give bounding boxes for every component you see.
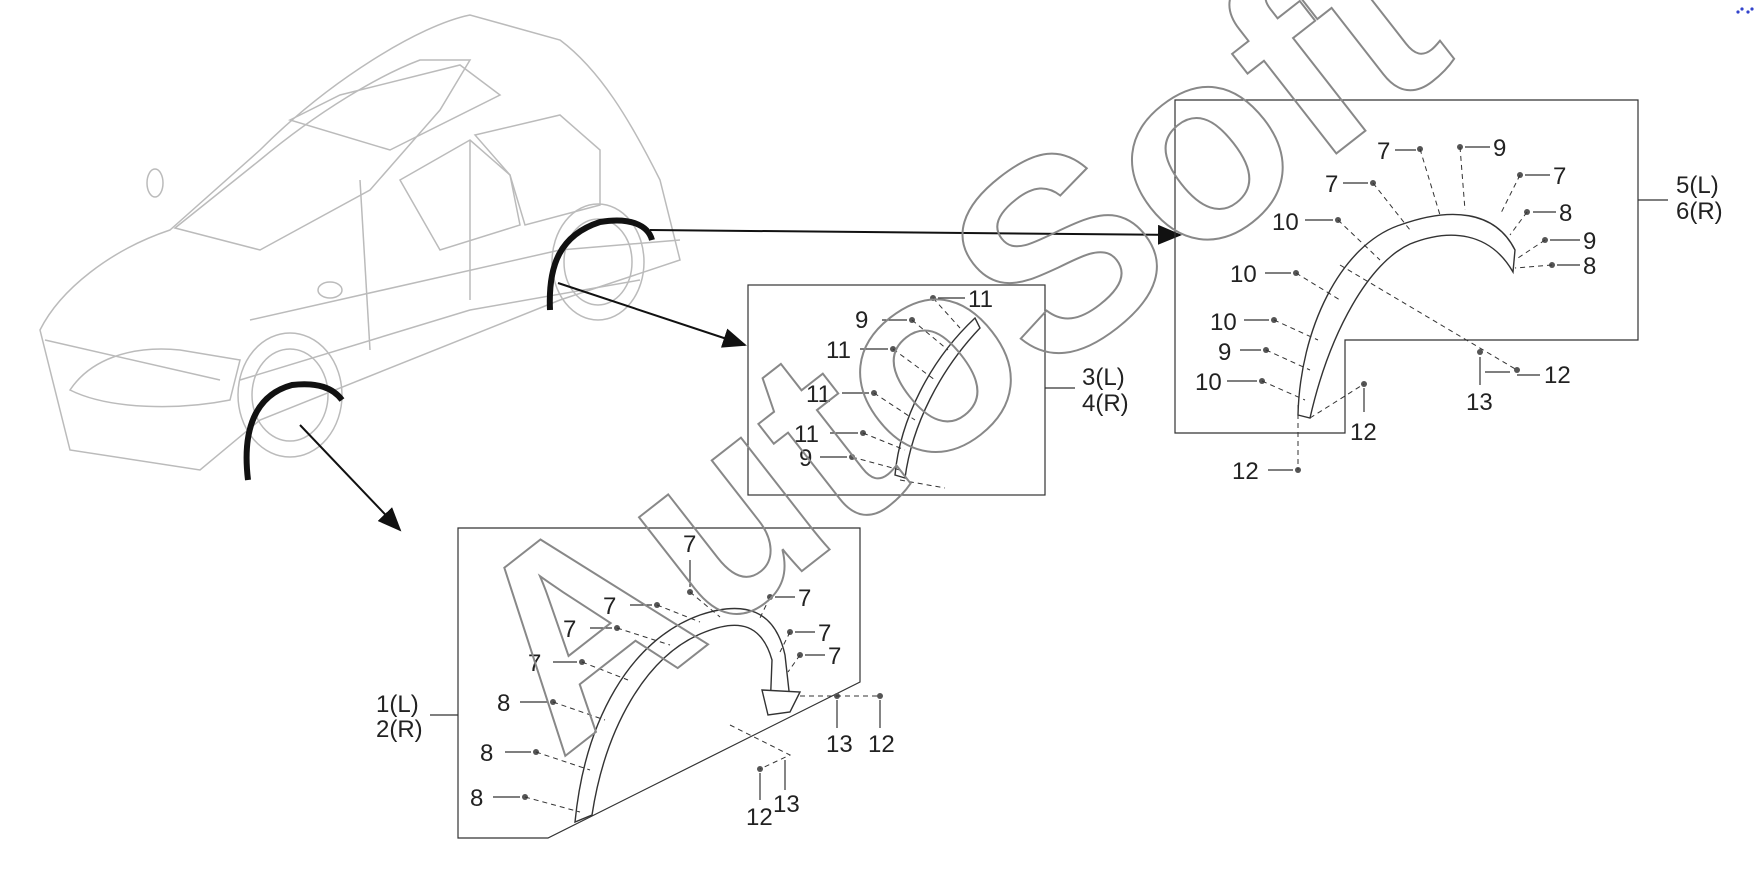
callout-12: 12 [1350,419,1377,446]
front-dashed-leaders [524,591,880,813]
callout-10: 10 [1210,309,1237,336]
vehicle-illustration [39,14,681,471]
arrow-to-door [557,282,747,348]
callout-9: 9 [1218,339,1231,366]
front-arch-panel: 7 7 7 7 7 7 7 8 8 8 13 12 12 13 1(L) 2(R… [376,527,895,839]
callout-10: 10 [1230,261,1257,288]
rear-leaders [1227,146,1580,471]
callout-9: 9 [855,307,868,334]
callout-1l: 1(L) [376,691,419,718]
callout-7: 7 [528,650,541,677]
callout-7: 7 [798,585,811,612]
door-dashed-leaders [851,297,961,489]
door-leaders [820,297,965,458]
callout-7: 7 [1377,138,1390,165]
door-clips [849,295,936,460]
vehicle-arch-highlight [243,217,655,481]
callout-7: 7 [683,531,696,558]
callout-12: 12 [1544,362,1571,389]
front-wheel-arch-molding [574,607,791,824]
callout-13: 13 [1466,389,1493,416]
callout-3l: 3(L) [1082,364,1125,391]
callout-9: 9 [799,445,812,472]
callout-7: 7 [818,620,831,647]
callout-10: 10 [1195,369,1222,396]
callout-10: 10 [1272,209,1299,236]
callout-9: 9 [1583,228,1596,255]
callout-7: 7 [828,643,841,670]
callout-4r: 4(R) [1082,390,1129,417]
callout-5l: 5(L) [1676,172,1719,199]
callout-12: 12 [1232,458,1259,485]
corner-mark [1736,7,1754,14]
callout-8: 8 [1559,200,1572,227]
callout-7: 7 [603,593,616,620]
watermark-text: AutoSoft [410,0,1493,806]
arrow-to-rear [649,224,1182,245]
callout-12: 12 [868,731,895,758]
callout-7: 7 [1553,163,1566,190]
front-molding-flap [761,689,802,716]
callout-12: 12 [746,804,773,831]
door-lower-molding [894,316,981,479]
callout-7: 7 [1325,171,1338,198]
callout-8: 8 [1583,253,1596,280]
callout-8: 8 [480,740,493,767]
callout-11: 11 [794,421,819,448]
callout-9: 9 [1493,135,1506,162]
rear-wheel-arch-molding [1297,213,1516,419]
front-leaders [493,560,881,800]
rear-arch-panel: 5(L) 6(R) 7 9 7 7 10 8 9 8 10 10 9 10 12… [1174,99,1723,485]
callout-13: 13 [773,791,800,818]
door-molding-panel: 11 9 11 11 11 9 3(L) 4(R) [747,284,1129,496]
callout-2r: 2(R) [376,716,423,743]
callout-13: 13 [826,731,853,758]
rear-dashed-leaders [1261,146,1553,470]
callout-11: 11 [826,337,851,364]
callout-8: 8 [497,690,510,717]
callout-11: 11 [968,286,993,313]
callout-11: 11 [806,381,831,408]
callout-7: 7 [563,616,576,643]
callout-8: 8 [470,785,483,812]
arrow-to-front [299,424,402,532]
callout-6r: 6(R) [1676,198,1723,225]
